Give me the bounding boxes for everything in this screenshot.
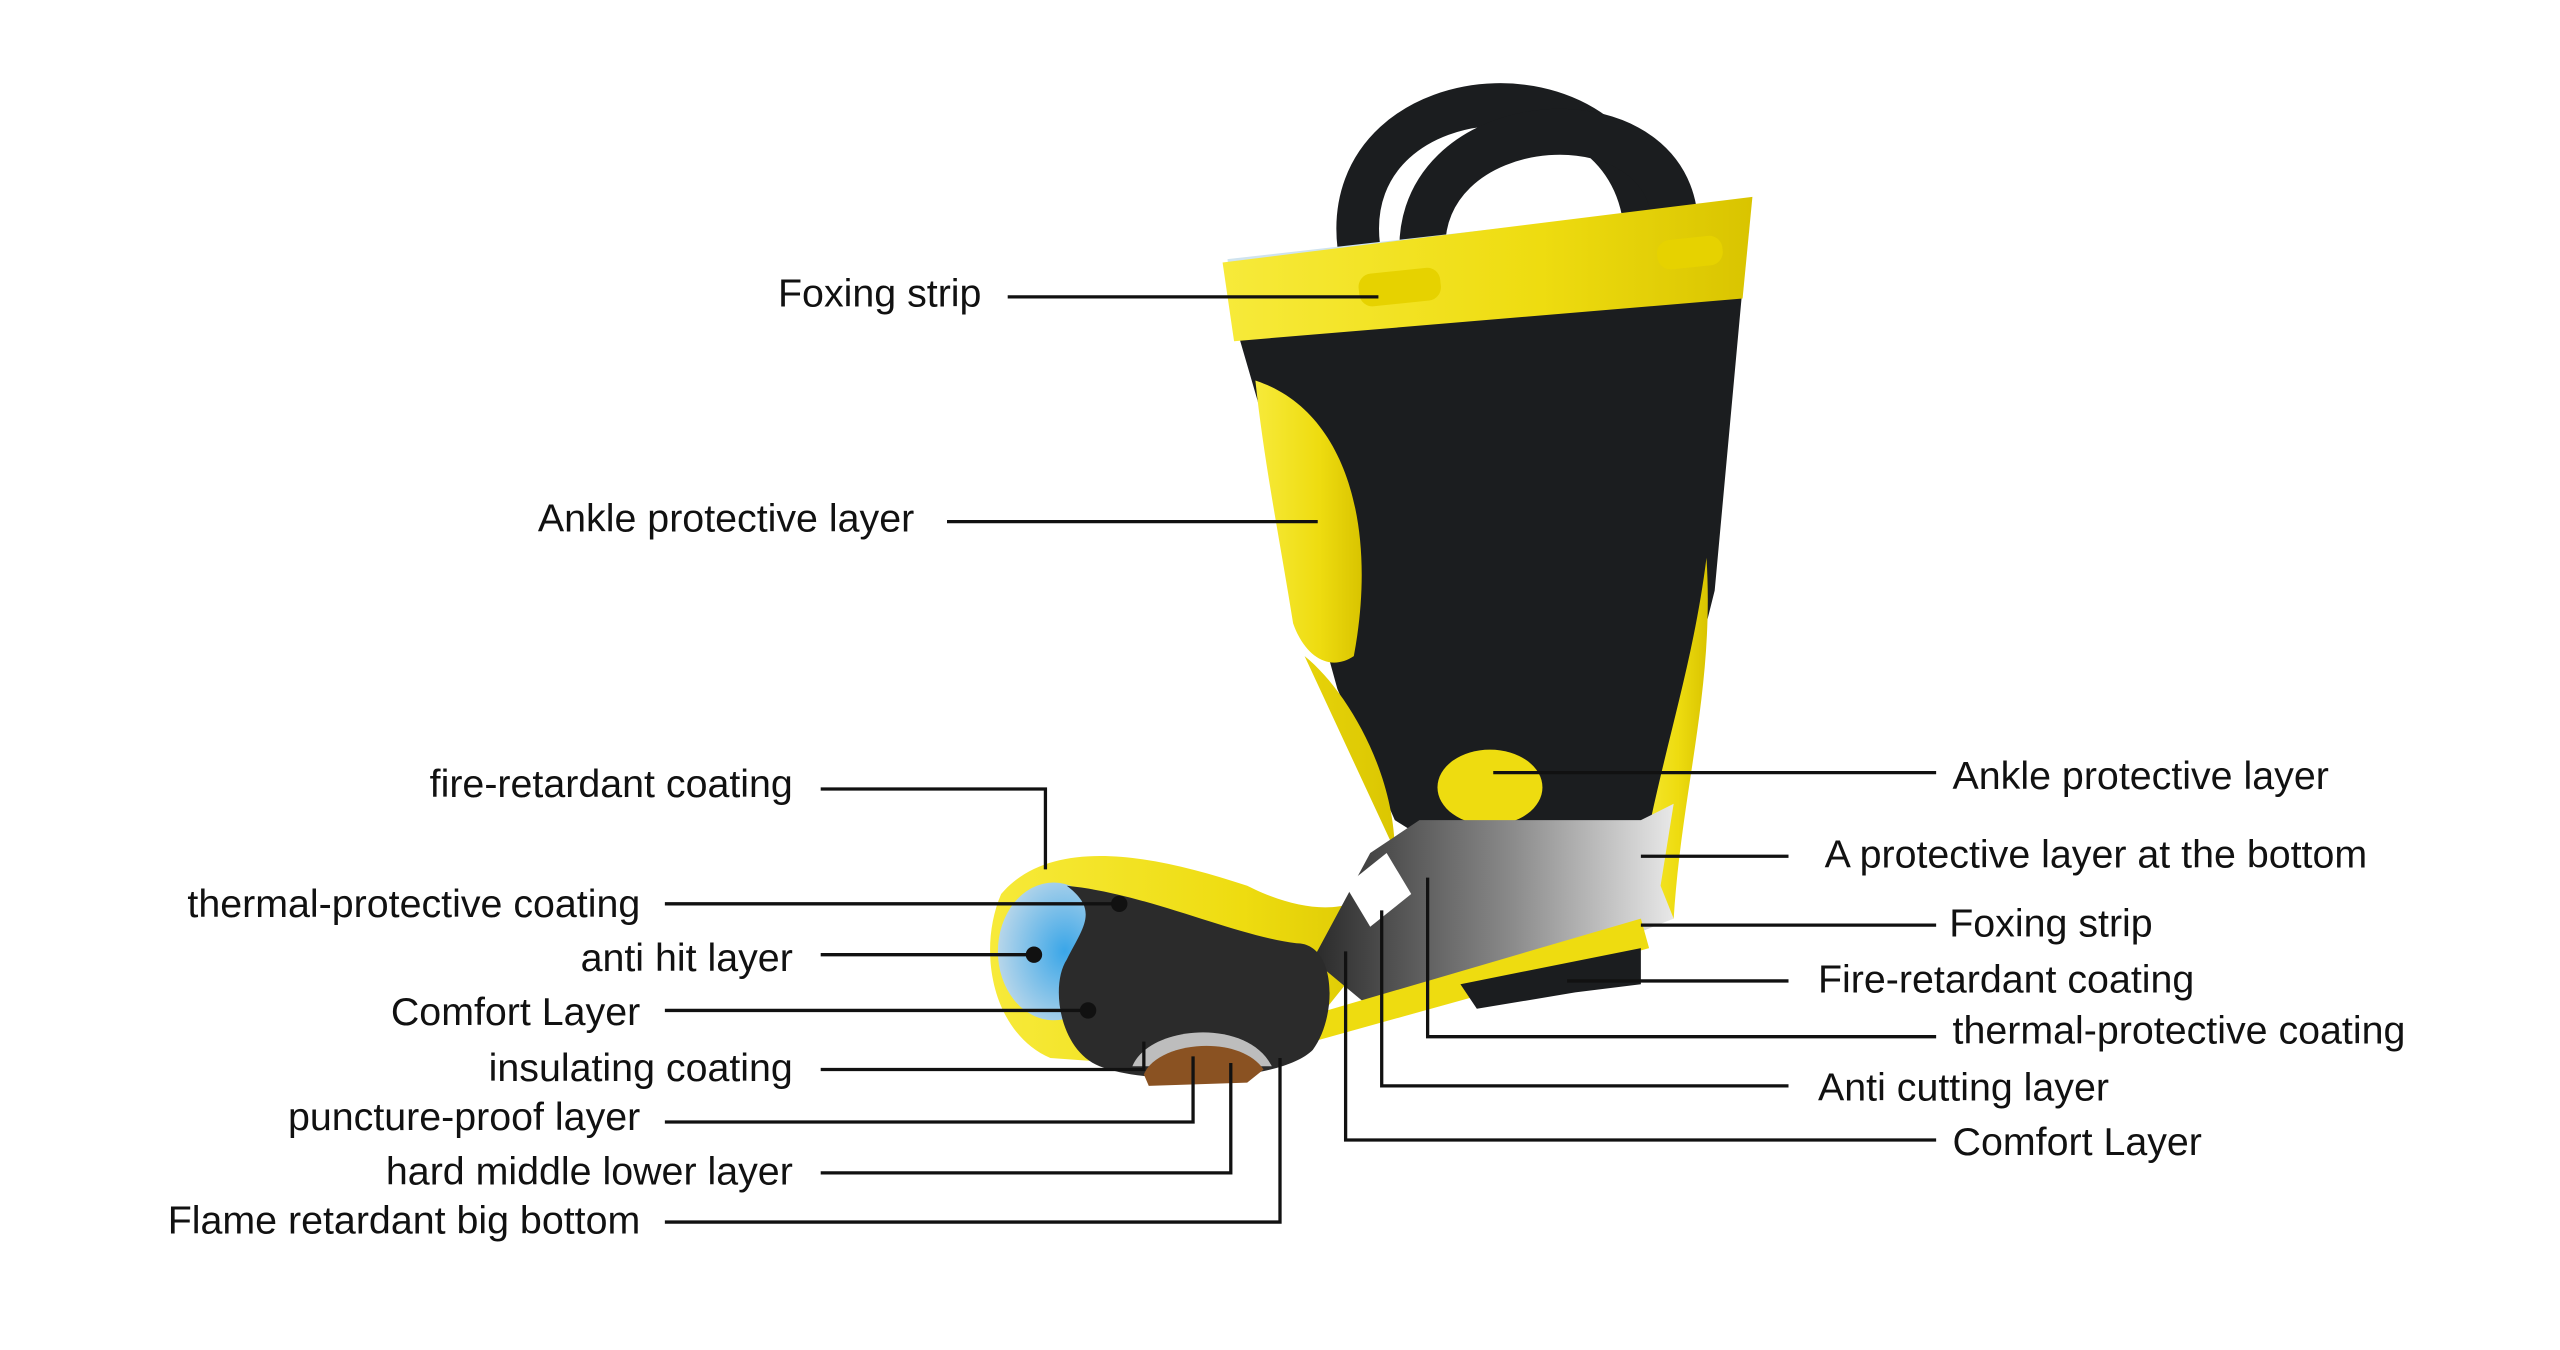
top-foxing-band bbox=[1222, 196, 1753, 342]
brown-bottom-layer bbox=[1143, 1045, 1264, 1086]
label-insulating-coating: insulating coating bbox=[489, 1046, 793, 1090]
leader-line bbox=[820, 787, 1048, 870]
boot-handle-front bbox=[1399, 108, 1699, 275]
label-puncture-proof-layer: puncture-proof layer bbox=[288, 1095, 640, 1139]
boot-shaft bbox=[1234, 287, 1743, 862]
leader-line bbox=[1343, 951, 1937, 1142]
label-foxing-strip-right: Foxing strip bbox=[1949, 902, 2152, 946]
label-hard-middle-lower-layer: hard middle lower layer bbox=[386, 1149, 793, 1193]
label-protective-layer-bottom: A protective layer at the bottom bbox=[1825, 833, 2368, 877]
leader-line bbox=[820, 1041, 1146, 1072]
label-fire-retardant-coating-right: Fire-retardant coating bbox=[1818, 957, 2194, 1001]
label-anti-cutting-layer: Anti cutting layer bbox=[1818, 1066, 2109, 1110]
sole-tread bbox=[1460, 948, 1641, 1009]
label-thermal-protective-coating-right: thermal-protective coating bbox=[1953, 1008, 2406, 1052]
label-flame-retardant-big-bottom: Flame retardant big bottom bbox=[168, 1199, 641, 1243]
label-comfort-layer: Comfort Layer bbox=[391, 990, 640, 1034]
callout-dot bbox=[1025, 946, 1043, 963]
label-comfort-layer-right: Comfort Layer bbox=[1953, 1120, 2202, 1164]
leader-line bbox=[664, 1056, 1195, 1124]
sole-foxing-strip bbox=[1304, 918, 1650, 1042]
label-ankle-protective-layer-right: Ankle protective layer bbox=[1953, 754, 2329, 798]
leader-line bbox=[664, 1058, 1282, 1224]
bottom-protective-layer bbox=[1312, 803, 1674, 1001]
label-anti-hit-layer: anti hit layer bbox=[581, 936, 793, 980]
leader-line bbox=[1425, 877, 1937, 1039]
callout-dot bbox=[1111, 895, 1128, 913]
label-foxing-strip: Foxing strip bbox=[778, 272, 981, 316]
ankle-disc bbox=[1437, 749, 1543, 826]
callout-dot bbox=[1079, 1002, 1097, 1019]
leader-line bbox=[1380, 910, 1789, 1088]
label-fire-retardant-coating: fire-retardant coating bbox=[430, 762, 793, 806]
boot-illustration bbox=[990, 83, 1753, 1086]
label-thermal-protective-coating: thermal-protective coating bbox=[187, 882, 640, 926]
label-ankle-protective-layer: Ankle protective layer bbox=[538, 496, 914, 540]
left-callouts: Foxing strip Ankle protective layer fire… bbox=[168, 272, 1379, 1243]
toe-thermal-coating bbox=[1058, 885, 1330, 1079]
right-callouts: Ankle protective layer A protective laye… bbox=[1343, 754, 2406, 1164]
leader-line bbox=[820, 1062, 1233, 1175]
